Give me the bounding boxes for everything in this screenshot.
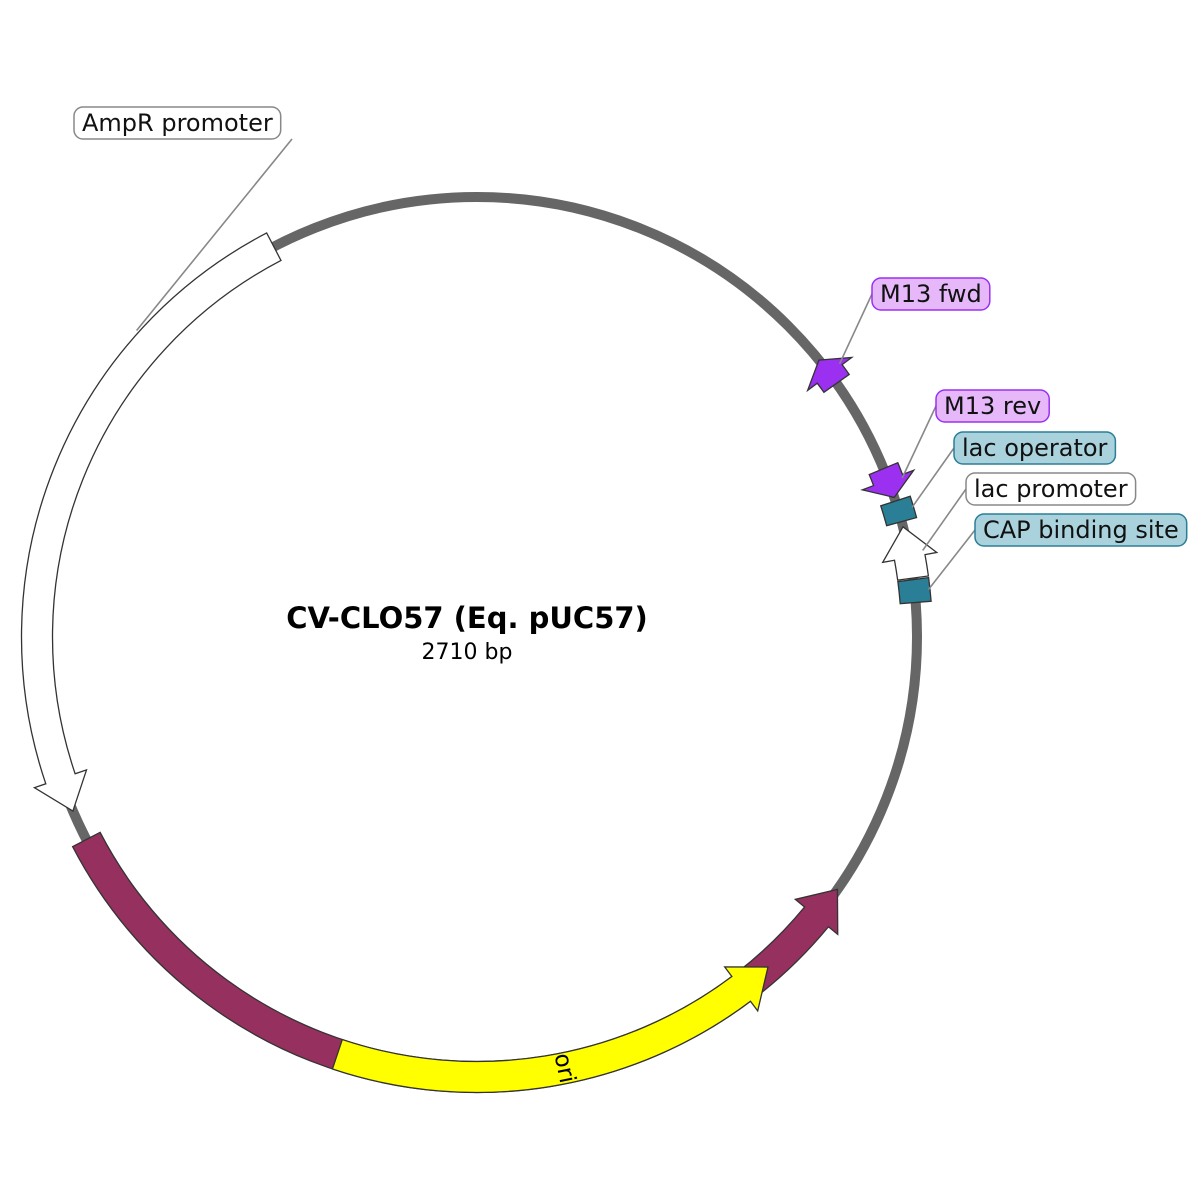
m13-fwd-callout-box [871, 277, 991, 311]
ampr-feature [71, 831, 839, 1094]
m13-fwd-callout: M13 fwd [838, 277, 991, 365]
cap-binding-site-callout: CAP binding site [927, 513, 1188, 590]
plasmid-length: 2710 bp [422, 640, 513, 665]
lac-promoter-callout: lac promoter [922, 472, 1137, 551]
m13-rev-feature [860, 461, 916, 499]
feature-layer: AmpRori [20, 232, 939, 1094]
ori-feature [331, 966, 769, 1094]
cap-binding-site-leader-line [927, 529, 976, 590]
cap-binding-site-feature [897, 576, 932, 605]
lac-promoter-callout-box [965, 472, 1137, 506]
m13-fwd-leader-line [838, 293, 873, 365]
m13-rev-callout-box [935, 389, 1050, 423]
ampr-promoter-feature [20, 232, 282, 813]
cap-binding-site-callout-box [974, 513, 1188, 547]
lac-promoter-callout-text: lac promoter [974, 475, 1128, 503]
m13-rev-callout-text: M13 rev [944, 392, 1041, 420]
lac-operator-leader-line [911, 447, 955, 508]
lac-promoter-leader-line [922, 488, 967, 551]
ampr-promoter-callout: AmpR promoter [73, 106, 293, 332]
lac-operator-callout-text: lac operator [962, 434, 1108, 462]
m13-rev-leader-line [901, 405, 937, 479]
lac-operator-callout: lac operator [911, 431, 1117, 508]
lac-operator-callout-box [953, 431, 1117, 465]
m13-fwd-feature [806, 356, 854, 394]
lac-promoter-feature [881, 525, 939, 581]
ori-label: ori [549, 1051, 580, 1085]
m13-fwd-callout-text: M13 fwd [880, 280, 982, 308]
plasmid-name: CV-CLO57 (Eq. pUC57) [286, 601, 648, 635]
ampr-promoter-callout-text: AmpR promoter [82, 109, 273, 137]
ampr-promoter-callout-box [73, 106, 282, 140]
lac-operator-feature [879, 495, 918, 527]
cap-binding-site-callout-text: CAP binding site [983, 516, 1179, 544]
ampr-promoter-leader-line [135, 138, 293, 332]
m13-rev-callout: M13 rev [901, 389, 1050, 479]
